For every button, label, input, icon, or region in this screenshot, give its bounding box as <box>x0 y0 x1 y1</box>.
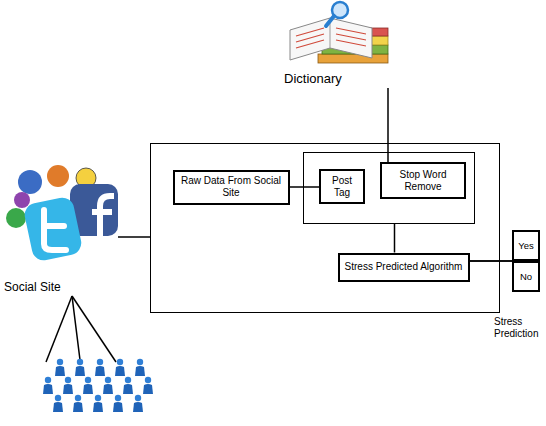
output-box: Yes <box>512 230 540 261</box>
system-frame: Raw Data From Social Site Post Tag Stop Wo… <box>150 143 500 313</box>
connector-line <box>118 236 150 238</box>
output-box: No <box>512 261 540 292</box>
node-text: Dictionary <box>284 71 342 86</box>
connector-line <box>470 260 513 262</box>
node-text: Yes <box>518 240 534 252</box>
node-text: Stop Word Remove <box>385 169 461 193</box>
connector-line <box>290 186 320 188</box>
process-box: Stress Predicted Algorithm <box>338 253 470 282</box>
node-text: Social Site <box>4 280 61 294</box>
node-text: Post Tag <box>324 175 360 199</box>
user-links <box>46 296 116 362</box>
dictionary-icon <box>290 2 388 63</box>
preprocess-group: Post Tag Stop Word Remove <box>303 152 475 224</box>
social-site-node: Social Site <box>0 168 118 296</box>
node-text: Raw Data From Social Site <box>178 175 285 199</box>
node-text: Stress Predicted Algorithm <box>345 261 463 273</box>
process-box: Raw Data From Social Site <box>173 170 290 205</box>
annotation-label: Stress Prediction <box>494 316 546 340</box>
dictionary-node: Dictionary <box>280 0 392 88</box>
users-illustration <box>43 359 153 412</box>
social-site-icon <box>6 165 118 263</box>
connector-line <box>394 224 396 253</box>
connector-line <box>470 260 513 262</box>
process-box: Stop Word Remove <box>380 162 466 199</box>
process-box: Post Tag <box>319 169 365 204</box>
node-text: No <box>520 271 532 283</box>
